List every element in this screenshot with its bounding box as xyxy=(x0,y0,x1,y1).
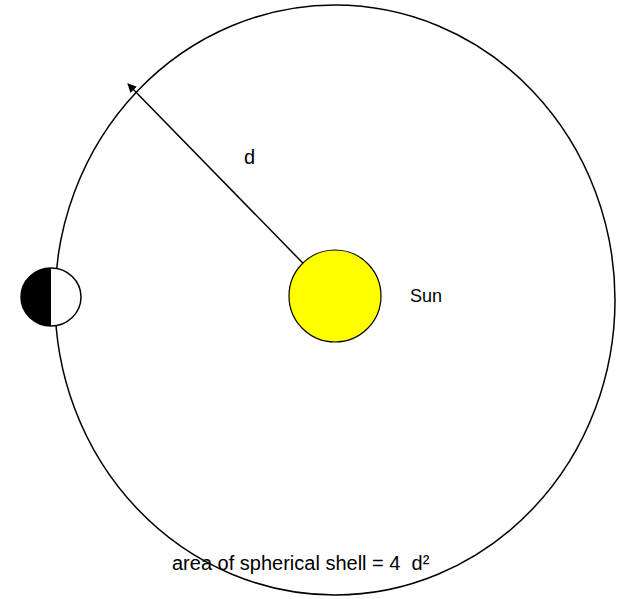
sun-label: Sun xyxy=(410,287,442,307)
radius-label: d xyxy=(244,146,255,168)
planet-symbol xyxy=(21,268,81,326)
sun-node: Sun xyxy=(288,249,382,343)
sun-disc xyxy=(288,249,382,343)
spherical-shell xyxy=(55,5,615,595)
formula-label: area of spherical shell = 4 d² xyxy=(172,552,429,574)
